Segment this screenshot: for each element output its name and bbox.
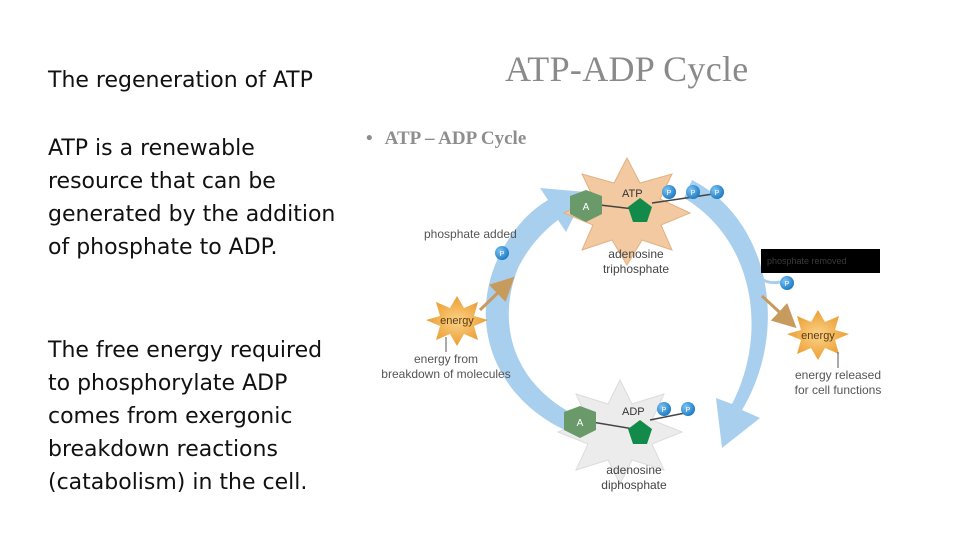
adp-phosphate-2-label: P <box>686 407 691 414</box>
adp-adenine-label: A <box>577 418 584 429</box>
atp-phosphate-3-label: P <box>715 190 720 197</box>
energy-output-star-icon <box>787 310 849 360</box>
adp-ribose-icon <box>628 420 652 444</box>
atp-phosphate-3-icon <box>710 185 724 199</box>
atp-adenine-icon <box>570 190 602 222</box>
paragraph-renewable-resource: ATP is a renewable resource that can be … <box>48 136 336 260</box>
diagram-bullet: • ATP – ADP Cycle <box>366 128 526 150</box>
bullet-dot-icon: • <box>366 128 373 149</box>
energy-input-label: energy <box>440 315 474 327</box>
adp-name-line1: adenosine <box>606 463 662 477</box>
atp-phosphate-2-icon <box>686 185 700 199</box>
phosphate-removed-box <box>761 249 880 273</box>
energy-output-label: energy <box>801 330 835 342</box>
energy-released-line1: energy released <box>795 368 881 382</box>
phosphate-added-p-label: P <box>500 251 505 258</box>
adp-adenine-icon <box>564 406 596 438</box>
atp-name-line2: triphosphate <box>603 262 669 276</box>
phosphate-removed-label: phosphate removed <box>767 256 847 266</box>
left-cycle-arrow <box>485 188 596 438</box>
adp-phosphate-2-icon <box>681 402 695 416</box>
energy-released-line2: for cell functions <box>795 383 882 397</box>
energy-input-star-icon <box>426 296 488 346</box>
energy-from-line1: energy from <box>414 352 478 366</box>
atp-name-line1: adenosine <box>608 247 664 261</box>
right-cycle-arrow <box>684 180 768 448</box>
phosphate-removed-p-label: P <box>785 281 790 288</box>
phosphate-added-icon <box>495 246 509 260</box>
atp-adenine-label: A <box>583 202 590 213</box>
phosphate-removed-icon <box>780 276 794 290</box>
paragraph-free-energy: The free energy required to phosphorylat… <box>48 338 323 495</box>
energy-from-line2: breakdown of molecules <box>381 367 510 381</box>
atp-phosphate-1-label: P <box>667 190 672 197</box>
diagram-heading: ATP-ADP Cycle <box>505 49 749 89</box>
atp-phosphate-1-icon <box>662 185 676 199</box>
atp-label: ATP <box>622 188 643 200</box>
slide-title: The regeneration of ATP <box>48 68 313 93</box>
adp-name-line2: diphosphate <box>601 478 667 492</box>
adp-phosphate-1-icon <box>657 402 671 416</box>
atp-phosphate-2-label: P <box>691 190 696 197</box>
phosphate-added-label: phosphate added <box>424 227 517 241</box>
bullet-text: ATP – ADP Cycle <box>384 128 527 149</box>
adp-phosphate-1-label: P <box>662 407 667 414</box>
adp-label: ADP <box>622 406 645 418</box>
atp-ribose-icon <box>628 198 652 222</box>
